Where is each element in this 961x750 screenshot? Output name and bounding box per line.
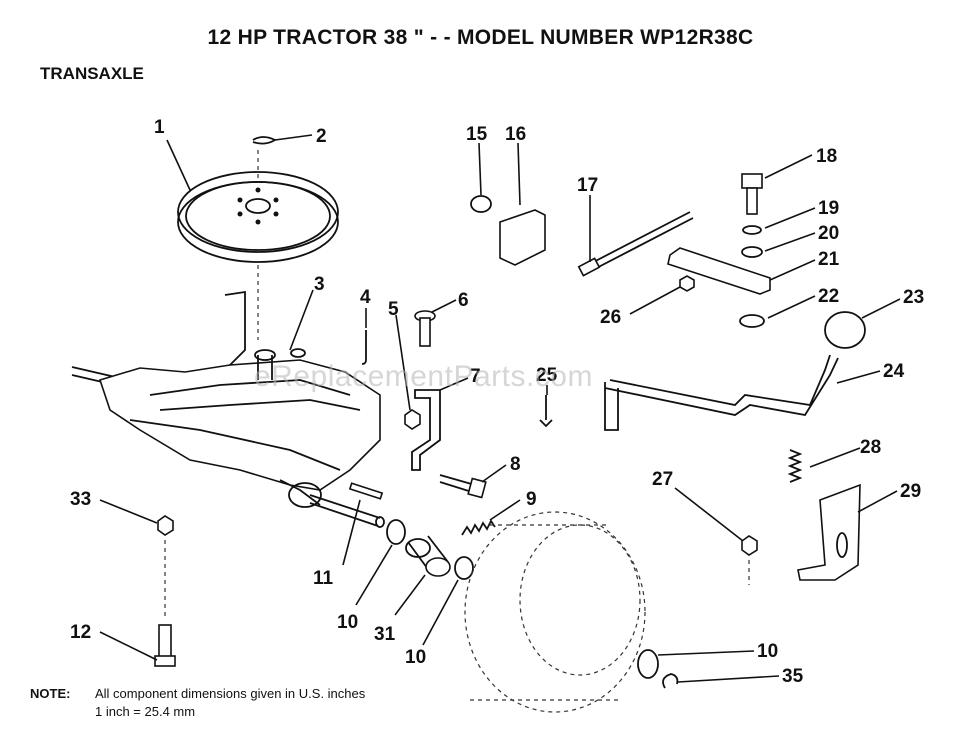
pulley-part-1[interactable] xyxy=(177,171,339,263)
callout-18: 18 xyxy=(816,146,837,167)
knob-part-23[interactable] xyxy=(824,311,866,349)
callout-23: 23 xyxy=(903,287,924,308)
bolt-part-6[interactable] xyxy=(414,310,436,347)
spring-part-9[interactable] xyxy=(461,519,496,536)
callout-33: 33 xyxy=(70,489,91,510)
note-label: NOTE: xyxy=(30,686,71,701)
washer-part-10c[interactable] xyxy=(637,649,659,679)
washer-part-15[interactable] xyxy=(470,195,492,213)
bracket-part-16[interactable] xyxy=(499,209,546,266)
callout-6: 6 xyxy=(458,290,469,311)
link-part-21[interactable] xyxy=(667,247,771,295)
nut-part-26[interactable] xyxy=(679,275,695,292)
callout-12: 12 xyxy=(70,622,91,643)
bolt-part-18[interactable] xyxy=(741,173,763,215)
callout-35: 35 xyxy=(782,666,804,687)
bracket-part-7[interactable] xyxy=(411,389,441,471)
callout-20: 20 xyxy=(818,223,839,244)
callout-4: 4 xyxy=(360,287,371,308)
callout-11: 11 xyxy=(313,568,334,589)
note-line-1: All component dimensions given in U.S. i… xyxy=(95,686,366,701)
watermark-text: eReplacementParts.com xyxy=(254,360,593,393)
callout-29: 29 xyxy=(900,481,921,502)
callout-31: 31 xyxy=(374,624,396,645)
clip-part-2[interactable] xyxy=(252,136,277,145)
nut-part-33[interactable] xyxy=(157,515,174,536)
washer-part-10b[interactable] xyxy=(454,556,474,580)
callout-8: 8 xyxy=(510,454,521,475)
callout-10a: 10 xyxy=(337,612,358,633)
washer-part-22[interactable] xyxy=(739,314,765,328)
spring-part-28[interactable] xyxy=(787,449,803,483)
washer-part-20[interactable] xyxy=(741,246,763,258)
callout-7: 7 xyxy=(470,366,481,387)
callout-26: 26 xyxy=(600,307,621,328)
rod-part-17[interactable] xyxy=(577,211,694,277)
callout-21: 21 xyxy=(818,249,840,270)
callout-16: 16 xyxy=(505,124,526,145)
callout-15: 15 xyxy=(466,124,488,145)
key-part-11[interactable] xyxy=(348,482,384,500)
note-line-2: 1 inch = 25.4 mm xyxy=(95,704,196,719)
callout-1: 1 xyxy=(154,117,165,138)
wheel-tire[interactable] xyxy=(464,511,646,713)
lever-part-24[interactable] xyxy=(604,354,839,416)
callout-9: 9 xyxy=(526,489,537,510)
callout-10b: 10 xyxy=(405,647,426,668)
bolt-part-12[interactable] xyxy=(154,624,176,667)
callout-27: 27 xyxy=(652,469,673,490)
callout-10c: 10 xyxy=(757,641,778,662)
pin-part-25[interactable] xyxy=(539,395,553,428)
bolt-part-8[interactable] xyxy=(439,474,487,499)
pin-part-4[interactable] xyxy=(361,330,367,365)
washer-part-10a[interactable] xyxy=(386,519,406,545)
callout-3: 3 xyxy=(314,274,325,295)
spacer-part-31[interactable] xyxy=(405,535,451,577)
callout-17: 17 xyxy=(577,175,598,196)
nut-part-5[interactable] xyxy=(404,409,421,430)
washer-part-19[interactable] xyxy=(742,225,762,235)
transaxle-housing[interactable] xyxy=(71,290,385,528)
bracket-part-29[interactable] xyxy=(797,483,861,581)
section-heading: TRANSAXLE xyxy=(40,64,144,83)
diagram-title: 12 HP TRACTOR 38 " - - MODEL NUMBER WP12… xyxy=(207,26,754,49)
leader-lines xyxy=(99,134,901,683)
clip-part-35[interactable] xyxy=(662,673,679,689)
callout-28: 28 xyxy=(860,437,881,458)
nut-part-27[interactable] xyxy=(741,535,758,556)
callout-19: 19 xyxy=(818,198,839,219)
callout-24: 24 xyxy=(883,361,905,382)
callout-22: 22 xyxy=(818,286,839,307)
callout-25: 25 xyxy=(536,365,558,386)
callout-2: 2 xyxy=(316,126,327,147)
callout-5: 5 xyxy=(388,299,399,320)
